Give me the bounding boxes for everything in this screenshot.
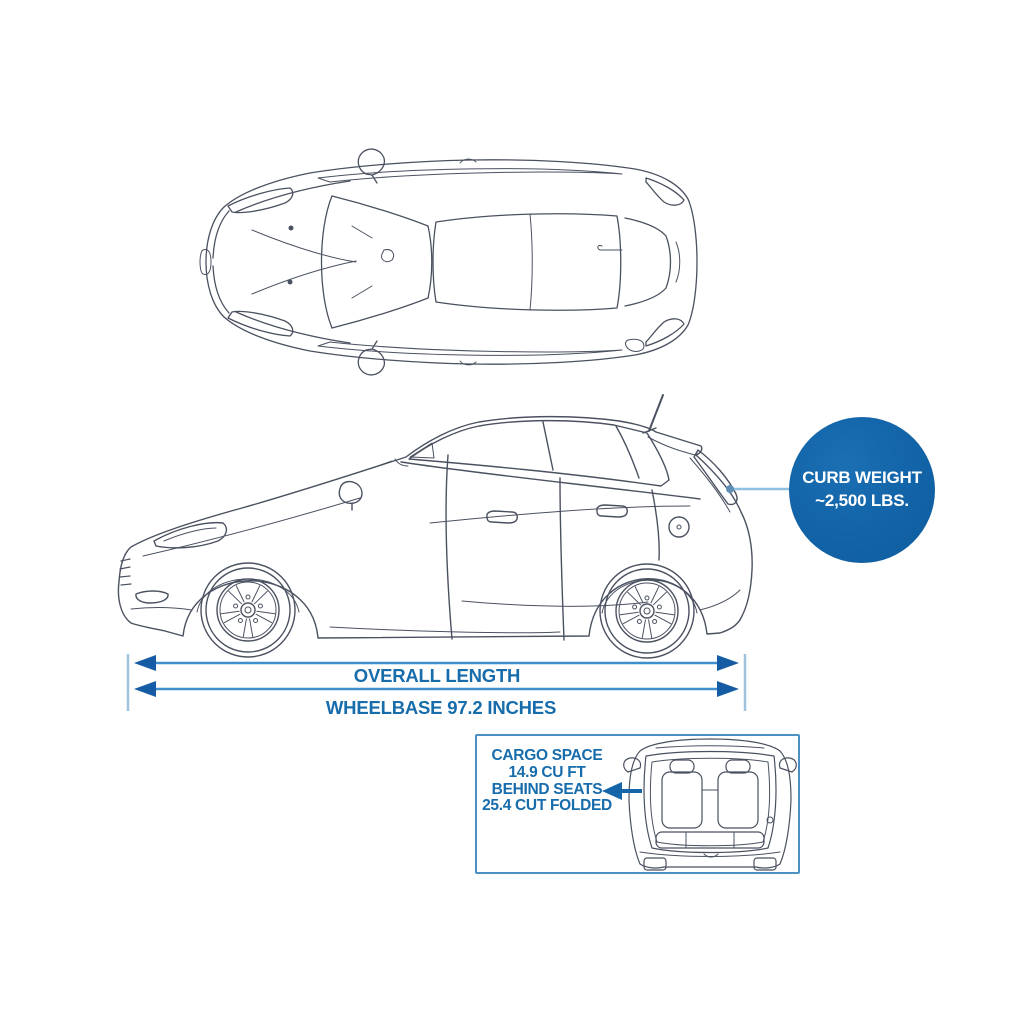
cargo-line-4: 25.4 CUT FOLDED <box>482 797 612 815</box>
car-rear-view-illustration <box>623 738 797 871</box>
overall-length-label: OVERALL LENGTH <box>353 665 521 686</box>
curb-weight-value: ~2,500 LBS. <box>815 491 909 510</box>
wheelbase-arrow <box>134 681 739 697</box>
car-top-view-illustration <box>199 148 698 376</box>
dimension-lines <box>126 654 747 711</box>
cargo-arrow-icon <box>602 782 642 800</box>
curb-weight-badge: CURB WEIGHT ~2,500 LBS. <box>789 417 935 563</box>
cargo-line-2: 14.9 CU FT <box>508 763 586 781</box>
cargo-info-text: CARGO SPACE 14.9 CU FT BEHIND SEATS 25.4… <box>476 747 618 815</box>
overall-length-arrow <box>134 655 739 671</box>
car-side-view-illustration <box>117 394 753 659</box>
cargo-line-3: BEHIND SEATS <box>491 780 603 798</box>
cargo-line-1: CARGO SPACE <box>491 747 603 764</box>
cargo-info-box <box>475 734 800 874</box>
curb-weight-leader-line <box>726 485 794 493</box>
curb-weight-label: CURB WEIGHT <box>802 468 922 488</box>
wheelbase-label: WHEELBASE 97.2 INCHES <box>325 697 557 718</box>
